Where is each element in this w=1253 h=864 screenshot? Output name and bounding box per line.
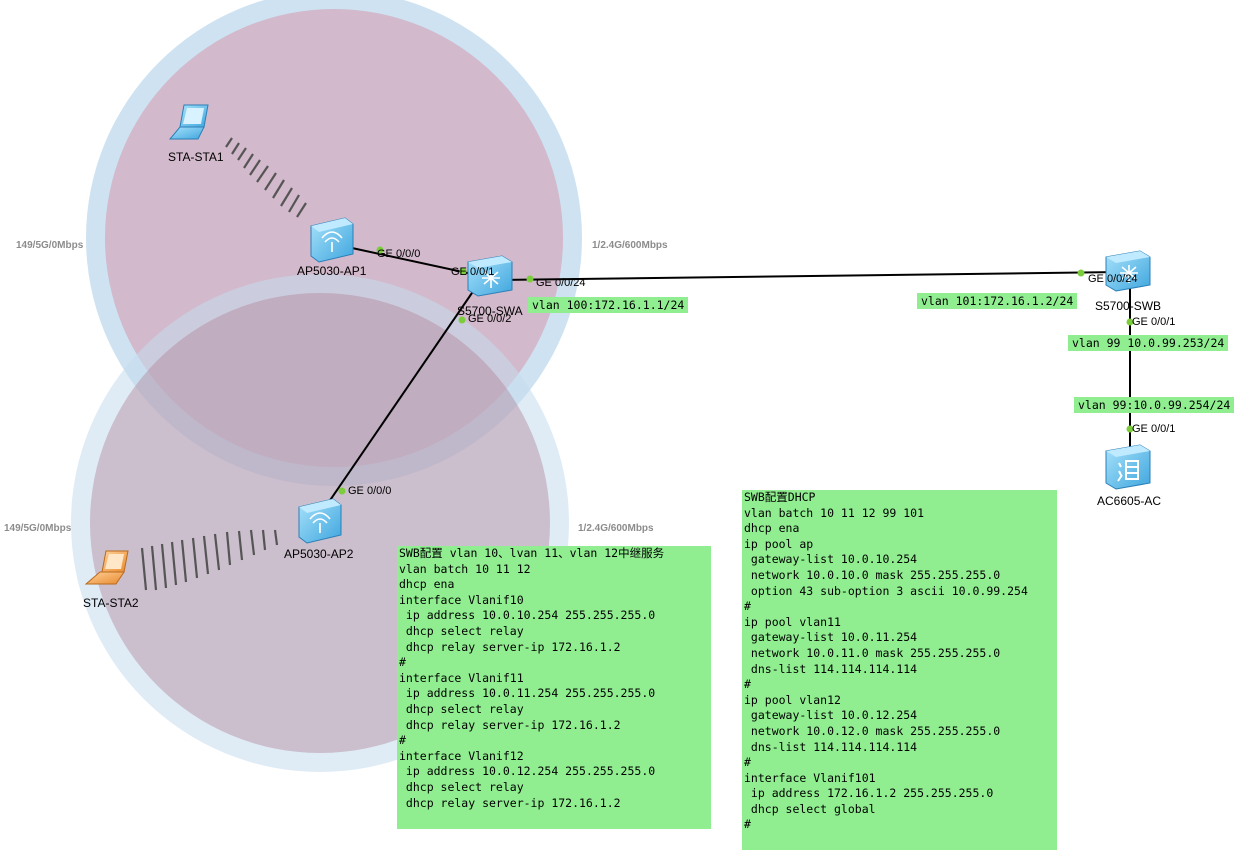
- ap2-label: AP5030-AP2: [284, 547, 354, 561]
- sta1-laptop-icon[interactable]: [168, 104, 209, 140]
- config-line: gateway-list 10.0.10.254: [744, 552, 918, 567]
- config-line: #: [399, 733, 406, 748]
- ac-label: AC6605-AC: [1097, 494, 1162, 508]
- config-line: ip address 10.0.12.254 255.255.255.0: [399, 764, 656, 779]
- sta1-wireless-signal: [225, 137, 307, 218]
- sta2-wireless-signal: [140, 529, 279, 591]
- ap1-5g-radio-label: 149/5G/0Mbps: [16, 240, 84, 251]
- ac-port1-label: GE 0/0/1: [1132, 423, 1176, 435]
- config-line: ip pool vlan12: [744, 692, 841, 707]
- link-swa-ap2: [321, 289, 475, 513]
- swb-port24-label: GE 0/0/24: [1088, 273, 1138, 285]
- config-line: dhcp relay server-ip 172.16.1.2: [399, 717, 621, 732]
- config-line: ip pool ap: [744, 536, 814, 551]
- ap1-port-label: GE 0/0/0: [377, 248, 421, 260]
- config-line: interface Vlanif10: [399, 592, 524, 607]
- config-line: gateway-list 10.0.12.254: [744, 708, 918, 723]
- config-line: dhcp select relay: [399, 701, 524, 716]
- config-line: vlan batch 10 11 12: [399, 561, 531, 576]
- config-line: dns-list 114.114.114.114: [744, 739, 918, 754]
- swb-port1-label: GE 0/0/1: [1132, 316, 1176, 328]
- config-line: dhcp relay server-ip 172.16.1.2: [399, 795, 621, 810]
- config-line: ip address 10.0.10.254 255.255.255.0: [399, 608, 656, 623]
- config-line: dhcp ena: [399, 577, 455, 592]
- config-line: ip address 10.0.11.254 255.255.255.0: [399, 686, 656, 701]
- ap2-24g-radio-label: 1/2.4G/600Mbps: [578, 523, 654, 534]
- config-line: dns-list 114.114.114.114: [744, 661, 918, 676]
- config-line: dhcp select relay: [399, 623, 524, 638]
- swb-vlan101-tag: vlan 101:172.16.1.2/24: [917, 293, 1078, 309]
- port-indicators: [338, 246, 1134, 495]
- sta1-label: STA-STA1: [168, 150, 224, 164]
- config-line: vlan batch 10 11 12 99 101: [744, 505, 925, 520]
- config-line: #: [744, 599, 751, 614]
- ap1-24g-radio-label: 1/2.4G/600Mbps: [592, 240, 668, 251]
- config-line: #: [744, 755, 751, 770]
- config-line: network 10.0.11.0 mask 255.255.255.0: [744, 645, 1001, 660]
- sta2-laptop-icon[interactable]: [84, 550, 129, 585]
- config-line: #: [744, 817, 751, 832]
- swa-port2-label: GE 0/0/2: [468, 313, 512, 325]
- config-line: network 10.0.10.0 mask 255.255.255.0: [744, 567, 1001, 582]
- ac-vlan99-tag: vlan 99:10.0.99.254/24: [1074, 397, 1235, 413]
- config-line: interface Vlanif12: [399, 748, 524, 763]
- config-line: option 43 sub-option 3 ascii 10.0.99.254: [744, 583, 1028, 598]
- config-line: #: [399, 655, 406, 670]
- ac-controller-icon[interactable]: [1105, 444, 1151, 490]
- ap2-access-point-icon[interactable]: [298, 498, 342, 544]
- config-line: interface Vlanif101: [744, 770, 876, 785]
- config-line: dhcp relay server-ip 172.16.1.2: [399, 639, 621, 654]
- config-line: network 10.0.12.0 mask 255.255.255.0: [744, 723, 1001, 738]
- config-line: dhcp select global: [744, 801, 876, 816]
- swa-vlan100-tag: vlan 100:172.16.1.1/24: [528, 297, 689, 313]
- config-line: SWB配置 vlan 10、lvan 11、vlan 12中继服务: [399, 546, 665, 560]
- config-line: gateway-list 10.0.11.254: [744, 630, 918, 645]
- swb-vlan99-tag: vlan 99 10.0.99.253/24: [1068, 335, 1229, 351]
- config-line: SWB配置DHCP: [744, 490, 816, 504]
- ap1-access-point-icon[interactable]: [310, 217, 354, 263]
- config-line: interface Vlanif11: [399, 670, 524, 685]
- ap2-5g-radio-label: 149/5G/0Mbps: [4, 523, 72, 534]
- swa-switch-icon[interactable]: [467, 255, 513, 297]
- config-line: dhcp select relay: [399, 779, 524, 794]
- swa-port1-label: GE 0/0/1: [451, 266, 495, 278]
- sta2-label: STA-STA2: [83, 596, 139, 610]
- config-line: ip pool vlan11: [744, 614, 841, 629]
- config-line: dhcp ena: [744, 521, 800, 536]
- config-line: ip address 172.16.1.2 255.255.255.0: [744, 786, 994, 801]
- ap2-port-label: GE 0/0/0: [348, 485, 392, 497]
- ap1-label: AP5030-AP1: [297, 264, 367, 278]
- swb-switch-icon[interactable]: [1105, 250, 1151, 292]
- swb-label: S5700-SWB: [1095, 299, 1162, 313]
- link-swa-swb: [499, 271, 1121, 281]
- swa-label: S5700-SWA: [457, 304, 523, 318]
- swa-port24-label: GE 0/0/24: [536, 277, 586, 289]
- config-line: #: [744, 677, 751, 692]
